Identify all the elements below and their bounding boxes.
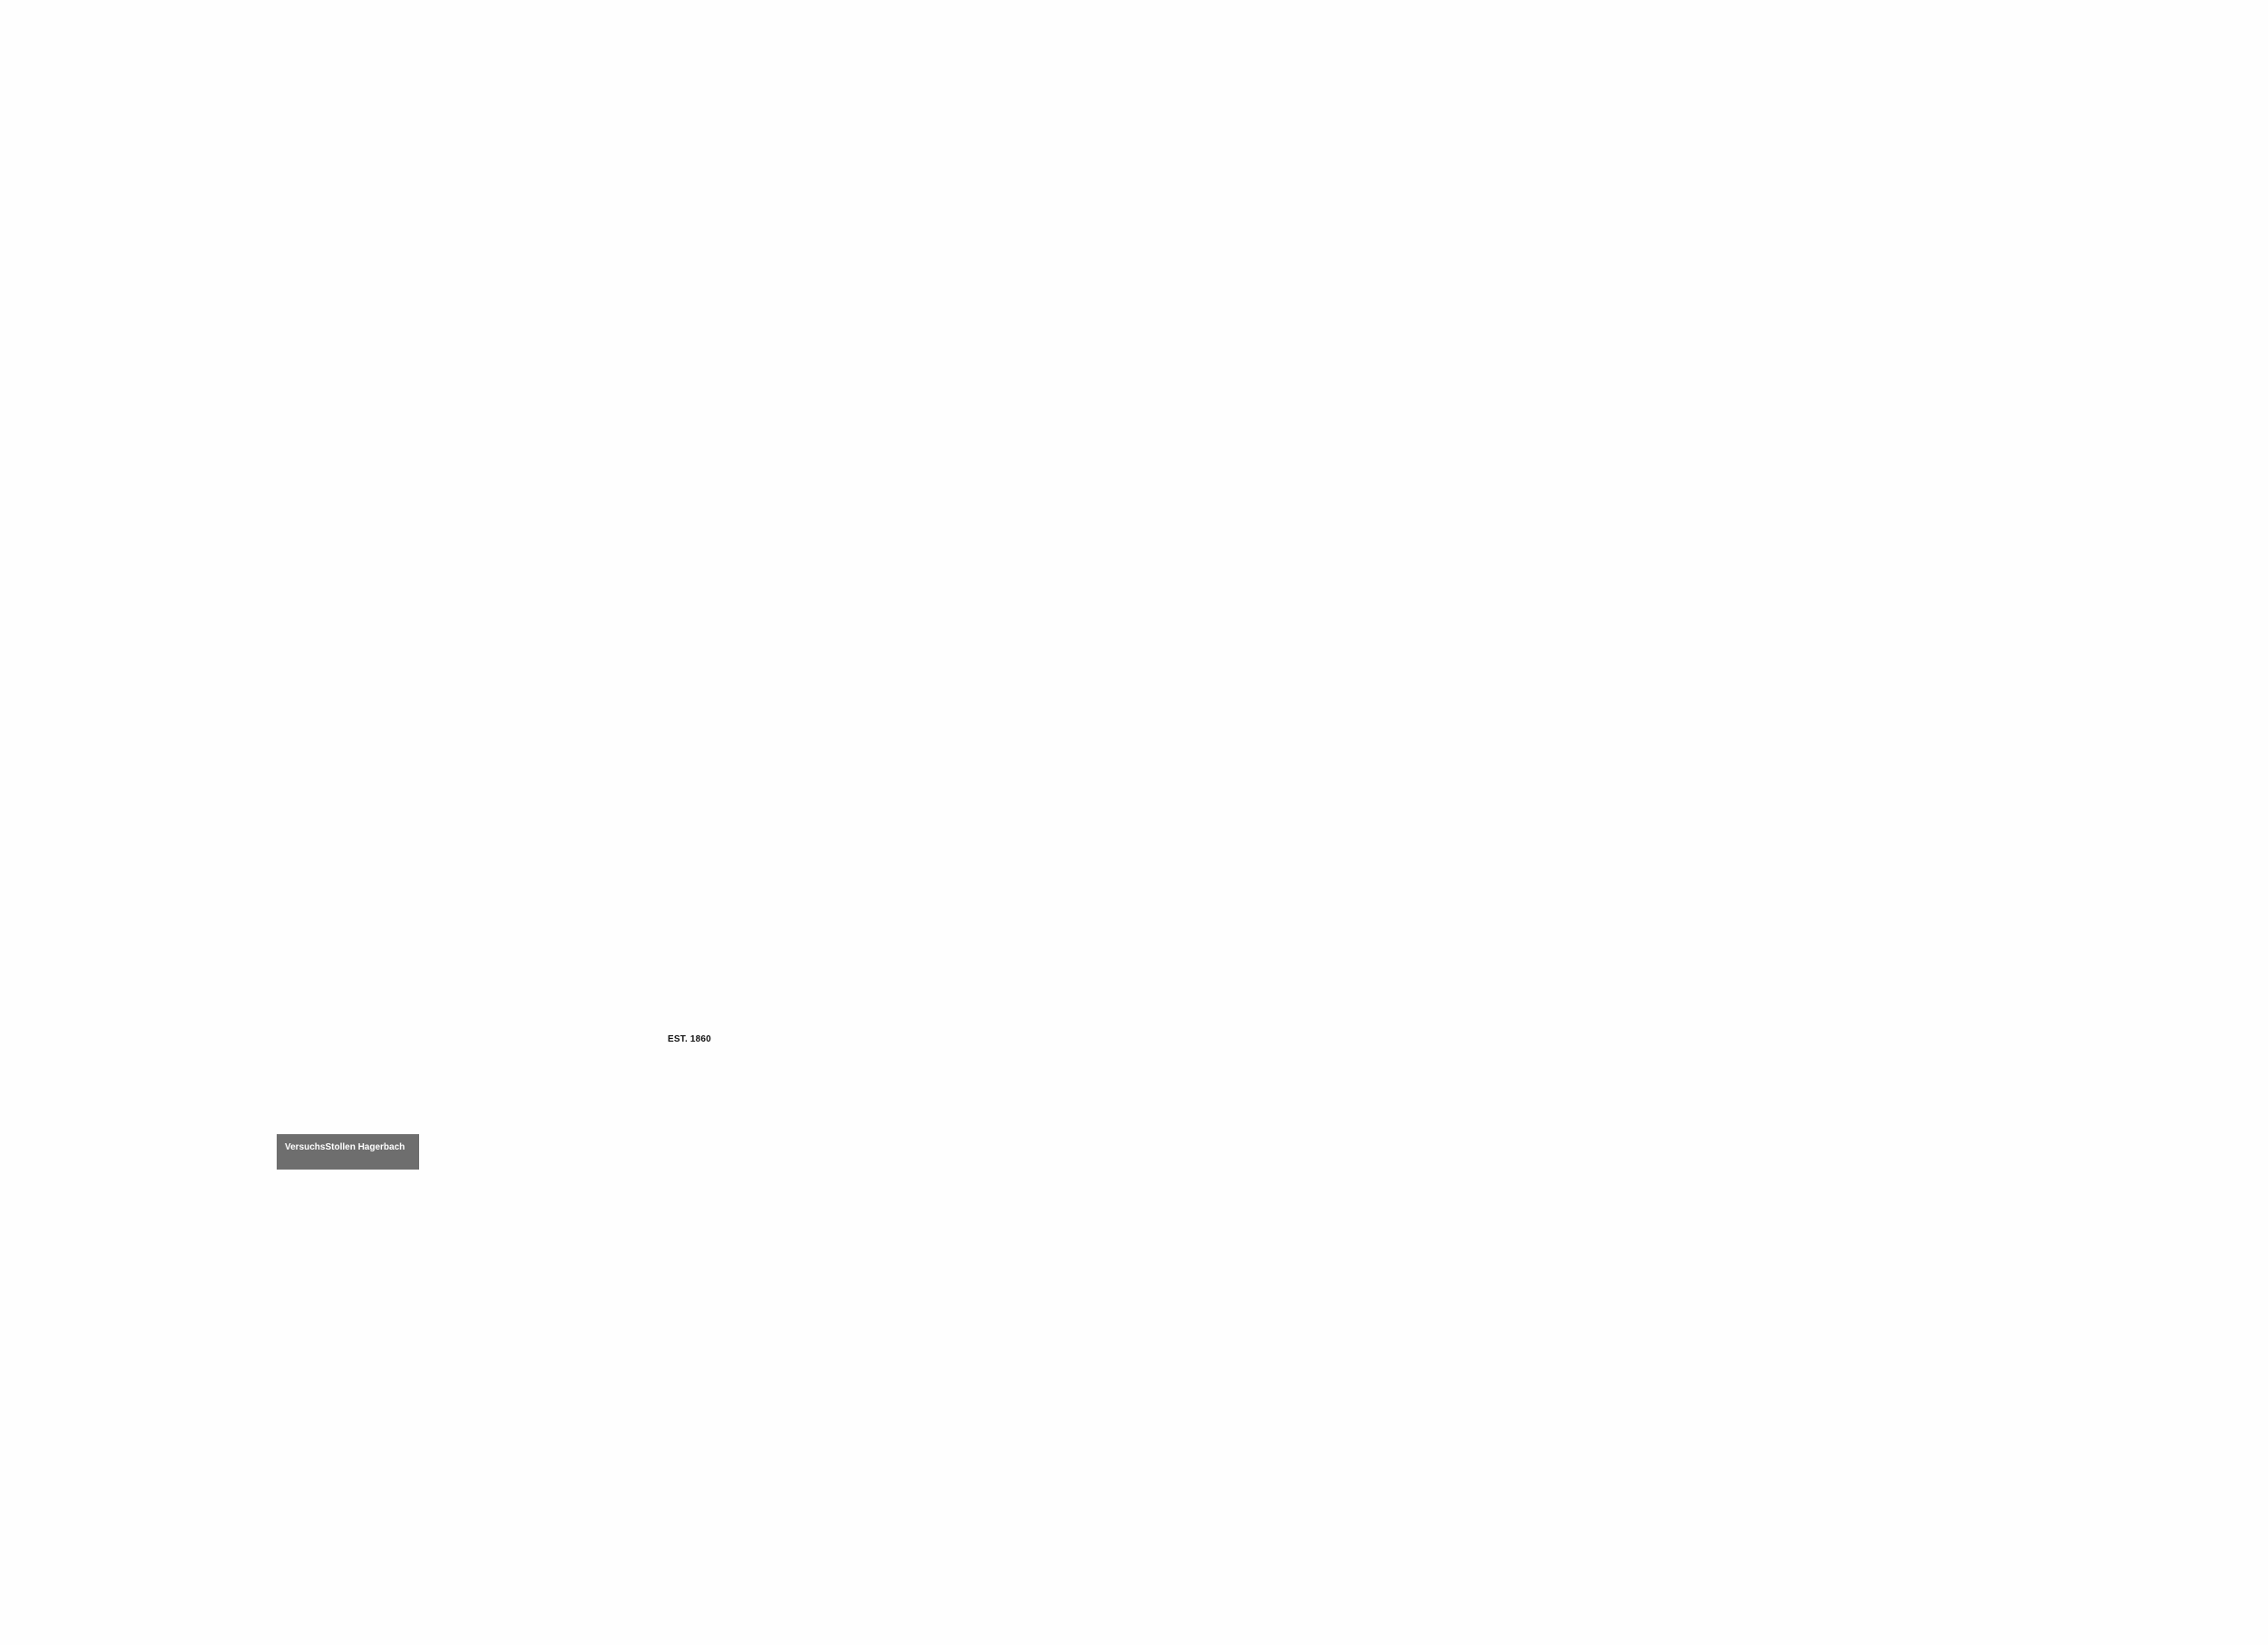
name-tag-box: VersuchsStollen Hagerbach (277, 1134, 419, 1170)
established-year-label: EST. 1860 (668, 1034, 711, 1044)
name-tag-label: VersuchsStollen Hagerbach (285, 1142, 406, 1152)
